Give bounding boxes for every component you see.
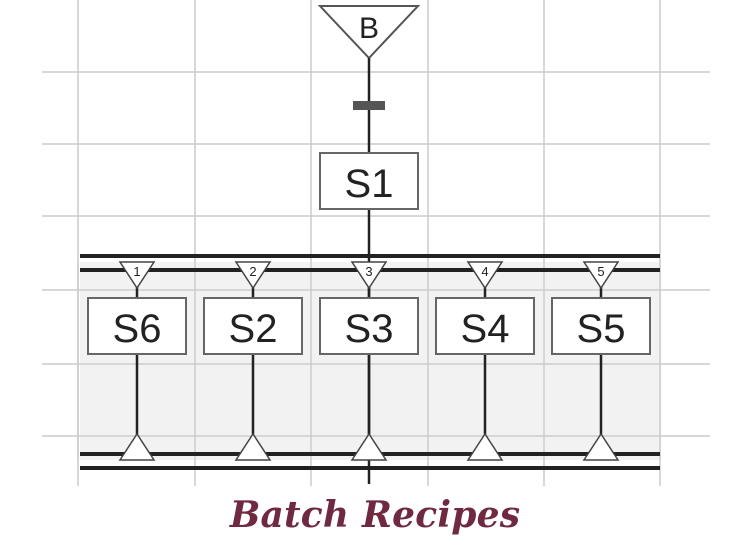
transition-bar[interactable] xyxy=(353,101,385,110)
branch-exit-marker[interactable] xyxy=(466,432,504,461)
step-box-s3[interactable]: S3 xyxy=(319,297,419,355)
parallel-branch-s3: 3S3 xyxy=(319,261,419,461)
branch-entry-marker[interactable] xyxy=(234,261,272,290)
branch-number: 4 xyxy=(481,264,488,279)
branch-exit-marker[interactable] xyxy=(118,432,156,461)
step-box-s2[interactable]: S2 xyxy=(203,297,303,355)
parallel-branch-s2: 2S2 xyxy=(203,261,303,461)
caption: Batch Recipes xyxy=(229,494,521,536)
branch-entry-marker[interactable] xyxy=(466,261,504,290)
step-box-s4[interactable]: S4 xyxy=(435,297,535,355)
step-box-s1[interactable]: S1 xyxy=(319,152,419,210)
begin-node[interactable]: B xyxy=(317,5,421,60)
branch-entry-marker[interactable] xyxy=(582,261,620,290)
branch-exit-marker[interactable] xyxy=(234,432,272,461)
branch-entry-marker[interactable] xyxy=(118,261,156,290)
branch-entry-marker[interactable] xyxy=(350,261,388,290)
step-box-s5[interactable]: S5 xyxy=(551,297,651,355)
branch-exit-marker[interactable] xyxy=(582,432,620,461)
step-s1-label: S1 xyxy=(345,162,394,206)
branch-exit-marker[interactable] xyxy=(350,432,388,461)
branch-number: 3 xyxy=(365,264,372,279)
begin-node-label: B xyxy=(359,12,379,45)
parallel-branch-s6: 1S6 xyxy=(87,261,187,461)
step-box-s6[interactable]: S6 xyxy=(87,297,187,355)
branch-number: 5 xyxy=(597,264,604,279)
branch-number: 2 xyxy=(249,264,256,279)
parallel-branch-s4: 4S4 xyxy=(435,261,535,461)
step-label: S2 xyxy=(229,307,278,351)
step-label: S3 xyxy=(345,307,394,351)
parallel-branch-s5: 5S5 xyxy=(551,261,651,461)
branch-number: 1 xyxy=(133,264,140,279)
step-label: S4 xyxy=(461,307,510,351)
step-label: S5 xyxy=(577,307,626,351)
step-label: S6 xyxy=(113,307,162,351)
